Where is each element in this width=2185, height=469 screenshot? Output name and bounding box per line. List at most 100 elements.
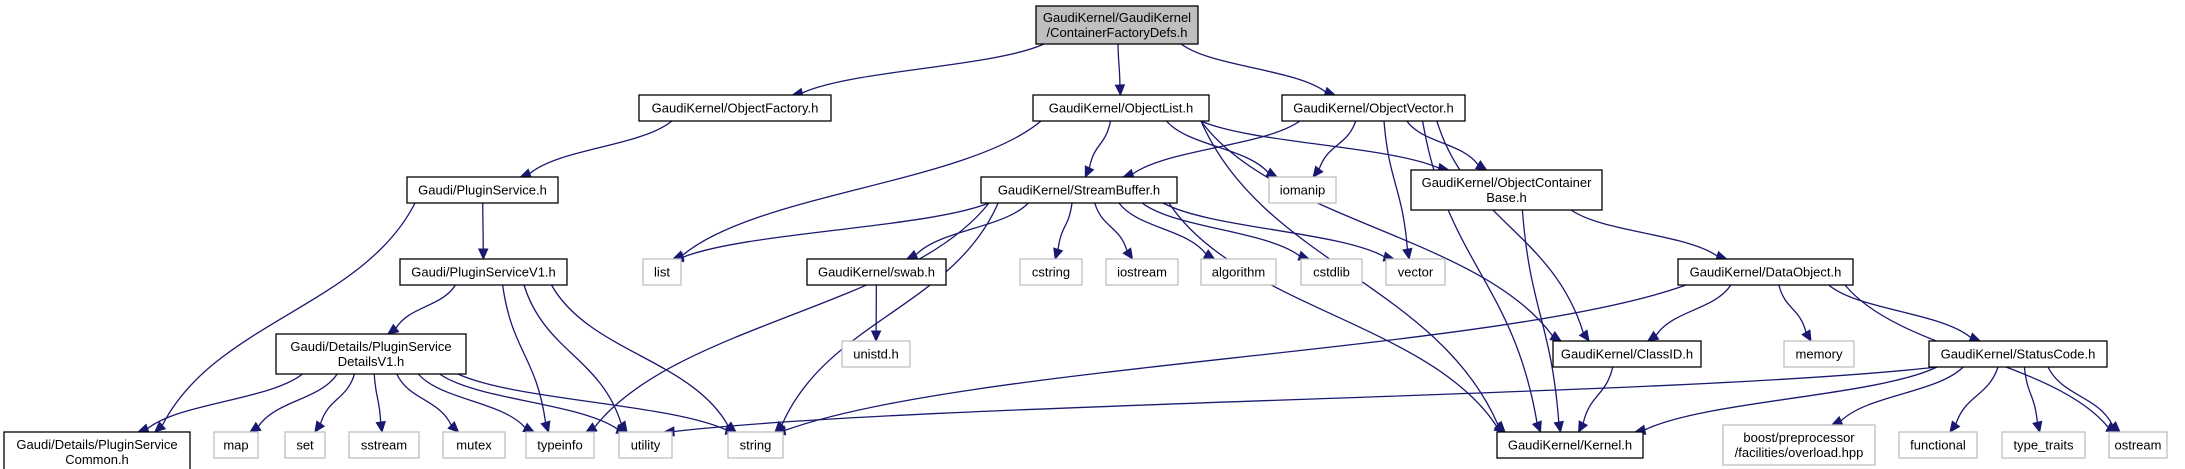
node-box (2001, 431, 2086, 459)
node-label: GaudiKernel/ObjectVector.h (1293, 101, 1453, 116)
arrowhead-icon (386, 323, 400, 335)
node-label: GaudiKernel/DataObject.h (1690, 265, 1842, 280)
edge-streambuffer-to-iostream (1094, 202, 1134, 261)
edge-streambuffer-to-vector (1162, 202, 1396, 262)
edge-pluginservice-to-pluginservicev1 (477, 202, 489, 261)
edge-statuscode-to-ostream (2047, 366, 2121, 433)
node-label: string (740, 438, 772, 453)
arrowhead-icon (1577, 420, 1589, 434)
edge-root-to-objectfactory (791, 43, 1045, 99)
arrowhead-icon (477, 248, 489, 261)
node-iomanip: iomanip (1268, 176, 1337, 204)
arrowhead-icon (1830, 415, 1844, 426)
arrowhead-icon (248, 421, 262, 433)
node-box (284, 431, 326, 459)
node-box (1783, 340, 1855, 368)
edge-objcontbase-to-dataobject (1570, 209, 1728, 261)
edge-line (1582, 366, 1614, 424)
arrowhead-icon (1402, 247, 1413, 261)
arrowhead-icon (153, 421, 167, 433)
node-pluginservicev1[interactable]: Gaudi/PluginServiceV1.h (399, 258, 568, 286)
node-label: type_traits (2014, 438, 2074, 453)
node-label: /facilities/overload.hpp (1735, 445, 1864, 460)
edge-objcontbase-to-kernel (1521, 209, 1564, 434)
node-box (348, 431, 420, 459)
node-list: list (642, 258, 682, 286)
edge-dataobject-to-string (773, 284, 1687, 436)
edge-line (501, 284, 547, 423)
arrowhead-icon (1549, 331, 1563, 342)
edge-line (1118, 202, 1207, 255)
node-label: set (296, 438, 314, 453)
node-kernel[interactable]: GaudiKernel/Kernel.h (1496, 431, 1644, 459)
node-label: GaudiKernel/ObjectList.h (1049, 101, 1194, 116)
node-label: Gaudi/Details/PluginService (16, 437, 177, 452)
node-dataobject[interactable]: GaudiKernel/DataObject.h (1677, 258, 1854, 286)
edge-line (523, 284, 622, 425)
node-label: typeinfo (537, 438, 583, 453)
edge-objectvector-to-objcontbase (1406, 120, 1488, 171)
edge-line (1117, 43, 1121, 86)
node-objectfactory[interactable]: GaudiKernel/ObjectFactory.h (638, 94, 832, 122)
arrowhead-icon (540, 420, 551, 434)
edge-line (681, 120, 1042, 256)
arrowhead-icon (1493, 421, 1507, 433)
edge-line (1778, 284, 1807, 333)
node-box (806, 258, 947, 286)
node-memory: memory (1783, 340, 1855, 368)
edge-line (1094, 202, 1128, 251)
edge-line (1644, 366, 1938, 431)
node-typeinfo: typeinfo (525, 431, 595, 459)
node-set: set (284, 431, 326, 459)
node-label: DetailsV1.h (338, 354, 404, 369)
node-statuscode[interactable]: GaudiKernel/StatusCode.h (1928, 340, 2108, 368)
edge-statuscode-to-kernel (1633, 366, 1938, 435)
edge-swab-to-unistd (870, 284, 882, 343)
node-swab[interactable]: GaudiKernel/swab.h (806, 258, 947, 286)
arrowhead-icon (1578, 329, 1590, 343)
node-label: GaudiKernel/ObjectFactory.h (652, 101, 819, 116)
node-objectvector[interactable]: GaudiKernel/ObjectVector.h (1281, 94, 1466, 122)
arrowhead-icon (905, 249, 919, 260)
node-cstdlib: cstdlib (1300, 258, 1363, 286)
edge-line (1318, 120, 1357, 170)
edge-line (1057, 202, 1073, 250)
node-box (1496, 431, 1644, 459)
node-box (1032, 94, 1210, 122)
node-label: Base.h (1486, 190, 1526, 205)
edge-line (1436, 120, 1584, 333)
node-map: map (213, 431, 259, 459)
node-root[interactable]: GaudiKernel/GaudiKernel/ContainerFactory… (1035, 5, 1199, 45)
arrowhead-icon (584, 422, 598, 433)
arrowhead-icon (1949, 420, 1961, 433)
edge-line (147, 373, 303, 430)
edge-streambuffer-to-cstring (1053, 202, 1073, 261)
node-label: GaudiKernel/Kernel.h (1508, 438, 1632, 453)
node-label: cstdlib (1313, 265, 1350, 280)
arrowhead-icon (1053, 247, 1064, 261)
node-streambuffer[interactable]: GaudiKernel/StreamBuffer.h (980, 176, 1178, 204)
node-label: iostream (1117, 265, 1167, 280)
arrowhead-icon (1646, 330, 1660, 342)
node-label: unistd.h (853, 347, 899, 362)
arrowhead-icon (1474, 160, 1488, 171)
edge-dataobject-to-memory (1778, 284, 1812, 343)
node-label: list (654, 265, 670, 280)
edge-line (1180, 43, 1326, 93)
node-pluginservice[interactable]: Gaudi/PluginService.h (406, 176, 559, 204)
node-label: GaudiKernel/StreamBuffer.h (998, 183, 1160, 198)
edge-pluginservicev1-to-detailsv1 (386, 284, 456, 335)
node-objectlist[interactable]: GaudiKernel/ObjectList.h (1032, 94, 1210, 122)
node-mutex: mutex (442, 431, 506, 459)
edge-root-to-objectvector (1180, 43, 1337, 97)
edge-statuscode-to-type_traits (2023, 366, 2043, 434)
node-label: map (223, 438, 248, 453)
node-classid[interactable]: GaudiKernel/ClassID.h (1552, 340, 1702, 368)
edge-line (594, 202, 990, 428)
edge-line (395, 284, 456, 329)
node-label: sstream (361, 438, 407, 453)
